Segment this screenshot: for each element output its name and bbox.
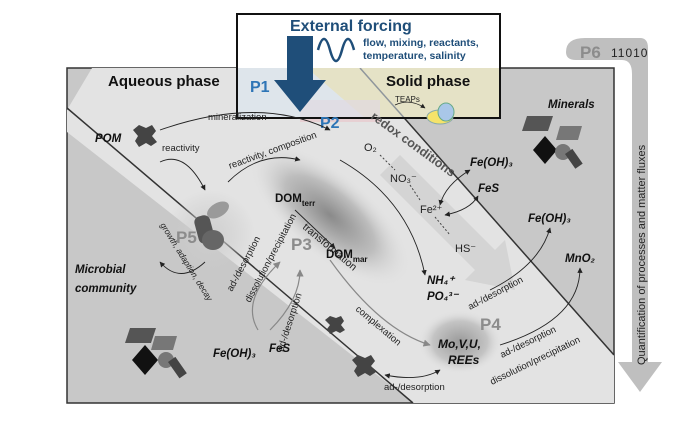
p4-label: P4	[480, 315, 501, 334]
no3-label: NO₃⁻	[390, 173, 417, 185]
external-forcing-header	[237, 14, 500, 68]
dom-mar-label: DOMmar	[326, 249, 368, 264]
mineral-diamond-icon	[533, 136, 557, 164]
nh4-label: NH₄⁺	[427, 275, 456, 287]
bottom-mineral-parallelogram-icon	[125, 328, 156, 343]
p6-label: P6	[580, 43, 601, 62]
quantification-label: Quantification of processes and matter f…	[636, 144, 648, 365]
p6-binary: 11010	[611, 46, 648, 60]
mineral-parallelogram-small-icon	[556, 126, 582, 140]
minerals-label: Minerals	[548, 99, 595, 111]
p5-label: P5	[176, 228, 197, 247]
pom-particle-icon	[133, 125, 157, 147]
mineral-bar-icon	[565, 148, 583, 169]
microbial-label-2: community	[75, 283, 137, 295]
teaps-microbe-blue	[437, 102, 455, 122]
solid-phase-title: Solid phase	[386, 73, 470, 90]
ad-desorption-bottom-label: ad-/desorption	[384, 382, 445, 393]
o2-label: O₂	[364, 142, 377, 154]
forcing-line-2: temperature, salinity	[363, 50, 466, 62]
p3-label: P3	[291, 235, 312, 254]
fes-left-label: FeS	[269, 343, 290, 355]
feoh3-right-label: Fe(OH)₃	[528, 213, 571, 225]
forcing-line-1: flow, mixing, reactants,	[363, 37, 479, 49]
dom-terr-label: DOMterr	[275, 193, 315, 208]
fes-right-label: FeS	[478, 183, 499, 195]
feoh3-top-label: Fe(OH)₃	[470, 157, 513, 169]
reactivity-label: reactivity	[162, 143, 200, 154]
fe2-label: Fe²⁺	[420, 204, 443, 216]
trace-metal-glow	[418, 310, 502, 374]
pom-label: POM	[95, 133, 122, 145]
wave-icon	[316, 37, 356, 63]
microbe-round-icon	[202, 230, 224, 250]
microbial-label-1: Microbial	[75, 264, 126, 276]
mineral-parallelogram-icon	[522, 116, 553, 131]
bottom-mineral-bar-icon	[167, 356, 187, 379]
pom-particle-middle-icon	[325, 316, 345, 334]
hs-label: HS⁻	[455, 243, 476, 255]
trace-metals-line-1: Mo,V,U,	[438, 337, 481, 351]
microbe-oval-icon	[207, 201, 229, 219]
trace-metals-line-2: REEs	[448, 353, 480, 367]
p6-arrow	[566, 38, 662, 392]
p1-label: P1	[250, 79, 270, 96]
bottom-mineral-parallelogram-small-icon	[151, 336, 177, 350]
forcing-down-arrow	[274, 36, 326, 112]
mno2-label: MnO₂	[565, 253, 596, 265]
redox-gradient-arrow	[380, 155, 515, 290]
external-forcing-title: External forcing	[290, 18, 412, 35]
aqueous-phase-title: Aqueous phase	[108, 73, 220, 90]
dom-glow	[248, 143, 412, 287]
teaps-label: TEAPs	[395, 95, 420, 104]
pom-particle-bottom-icon	[352, 355, 376, 377]
mineralization-label: mineralization	[208, 112, 267, 123]
po4-label: PO₄³⁻	[427, 291, 460, 303]
feoh3-left-label: Fe(OH)₃	[213, 348, 256, 360]
bottom-mineral-diamond-icon	[132, 345, 158, 375]
